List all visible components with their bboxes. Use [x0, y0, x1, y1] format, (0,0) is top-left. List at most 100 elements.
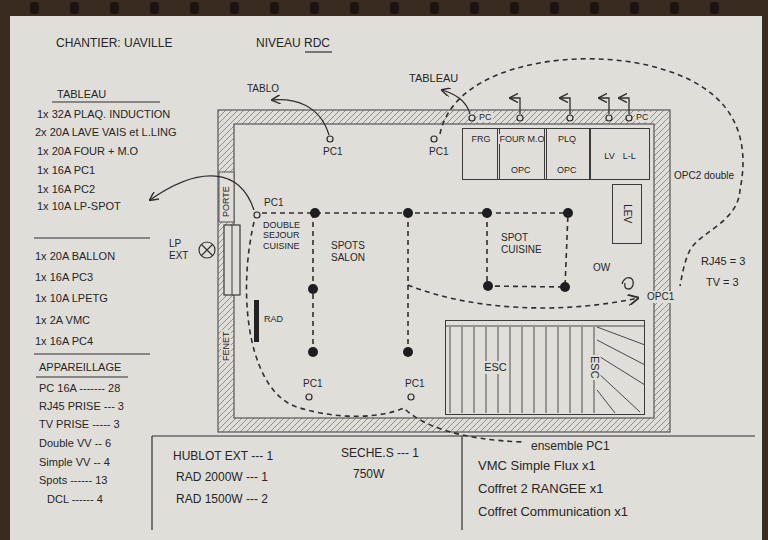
- spot-symbol: [403, 208, 413, 218]
- switch-swirl: [622, 278, 633, 289]
- outlet-label: PC1: [428, 146, 449, 158]
- node-text: L-L: [622, 151, 637, 161]
- binding-ring: [150, 2, 159, 14]
- socket-symbol: [327, 136, 333, 142]
- socket-symbol: [408, 394, 414, 400]
- breaker-line: 1x 10A LP-SPOT: [36, 200, 122, 213]
- leader-arrows: [150, 90, 633, 289]
- binding-ring: [110, 2, 119, 14]
- outlet-label: PC: [635, 112, 650, 122]
- socket-symbol: [469, 115, 475, 121]
- equipment-count: RJ45 PRISE --- 3: [38, 400, 125, 413]
- heading-underline: [36, 376, 128, 377]
- socket-circuit: [440, 59, 743, 286]
- appliance-cell: FOUR M.O: [497, 128, 547, 180]
- circuit-arrow: [150, 176, 254, 210]
- spiral-binding: [30, 2, 719, 14]
- outlet-label: PC: [478, 112, 493, 122]
- socket-symbol: [254, 212, 260, 218]
- socket-symbol: [626, 115, 632, 121]
- equipment-count: SECHE.S --- 1: [340, 447, 420, 461]
- lighting-wire: [407, 213, 409, 352]
- appliance-cell: LV L-L: [590, 128, 650, 180]
- binding-ring: [430, 2, 439, 14]
- inner-wall: [234, 124, 654, 418]
- window-glass: [232, 225, 233, 295]
- panel-heading: TABLEAU: [56, 88, 107, 101]
- feed-arrow: [510, 98, 520, 114]
- equipment-count: HUBLOT EXT --- 1: [172, 450, 274, 464]
- outlet-label: OPC: [510, 165, 532, 175]
- outlet-label: OPC: [556, 165, 578, 175]
- list-rules: [34, 52, 755, 530]
- breaker-line: 1x 16A PC3: [34, 271, 94, 284]
- binding-ring: [190, 2, 199, 14]
- level-label: NIVEAU RDC: [255, 37, 331, 51]
- power-rating: 750W: [352, 468, 385, 482]
- stair-winder: [597, 327, 645, 413]
- panel-pointer: TABLO: [246, 83, 280, 95]
- binding-ring: [30, 2, 39, 14]
- panel-arrow: [272, 100, 329, 135]
- spot-symbol: [563, 208, 573, 218]
- socket-symbol: [306, 394, 312, 400]
- socket-symbols: [254, 115, 632, 400]
- equipment-count: Double VV -- 6: [38, 437, 112, 450]
- outlet-label: OPC2 double: [673, 170, 735, 182]
- outlet-label: PC1: [322, 146, 343, 158]
- node-text: FRG: [471, 134, 492, 144]
- outlet-label: PC1: [263, 197, 284, 209]
- outlet-total: RJ45 = 3: [700, 255, 746, 268]
- outer-wall: [218, 110, 670, 432]
- heading-underline: [52, 101, 160, 102]
- equipment-count: Coffret 2 RANGEE x1: [477, 482, 604, 497]
- radiator-label: RAD: [263, 314, 284, 324]
- breaker-line: 1x 16A PC2: [36, 183, 96, 196]
- outlet-label: OPC1: [646, 291, 675, 303]
- door-opening: [219, 172, 234, 222]
- panel-pointer: TABLEAU: [408, 72, 459, 85]
- switch-label: OW: [592, 262, 611, 274]
- node-text: LV: [603, 151, 615, 161]
- exterior-light-symbol: [199, 242, 215, 258]
- breaker-line: 2x 20A LAVE VAIS et L.LING: [34, 126, 177, 139]
- socket-wire: [408, 285, 638, 308]
- binding-ring: [470, 2, 479, 14]
- spot-symbol: [308, 284, 318, 294]
- ceiling-spots: [308, 208, 573, 357]
- room-label: DOUBLE SEJOUR CUISINE: [262, 220, 308, 251]
- spot-symbol: [310, 208, 320, 218]
- paper-sheet: [10, 16, 762, 540]
- binding-ring: [710, 2, 719, 14]
- radiator-symbol: [254, 300, 259, 342]
- spot-symbol: [482, 208, 492, 218]
- socket-group-outline: [246, 222, 524, 442]
- window-frame: [224, 225, 240, 295]
- outlet-label: PC1: [302, 378, 323, 390]
- socket-symbol: [517, 115, 523, 121]
- separator-line: [34, 353, 150, 354]
- spot-symbol: [308, 347, 318, 357]
- spot-symbol: [560, 282, 570, 292]
- outlet-total: TV = 3: [705, 276, 740, 289]
- equipment-heading: APPAREILLAGE: [38, 361, 122, 374]
- appliance-cell: FRG: [462, 128, 500, 180]
- binding-ring: [550, 2, 559, 14]
- separator-line: [152, 435, 755, 436]
- heading-underline: [305, 51, 332, 52]
- binding-ring: [70, 2, 79, 14]
- binding-ring: [590, 2, 599, 14]
- equipment-count: RAD 1500W --- 2: [175, 493, 269, 507]
- node-text: FOUR M.O: [499, 134, 546, 144]
- stair-box: ESCESC: [445, 320, 645, 415]
- equipment-count: TV PRISE ----- 3: [38, 418, 121, 431]
- socket-symbol: [606, 115, 612, 121]
- room-label: SPOT CUISINE: [500, 232, 554, 255]
- panel-arrow: [442, 90, 470, 114]
- binding-ring: [390, 2, 399, 14]
- window-label: FENET: [221, 330, 231, 362]
- feed-arrow: [560, 98, 570, 114]
- node-text: ESC: [588, 355, 601, 380]
- equipment-count: DCL ------ 4: [46, 493, 104, 506]
- stair-edge: [445, 326, 645, 327]
